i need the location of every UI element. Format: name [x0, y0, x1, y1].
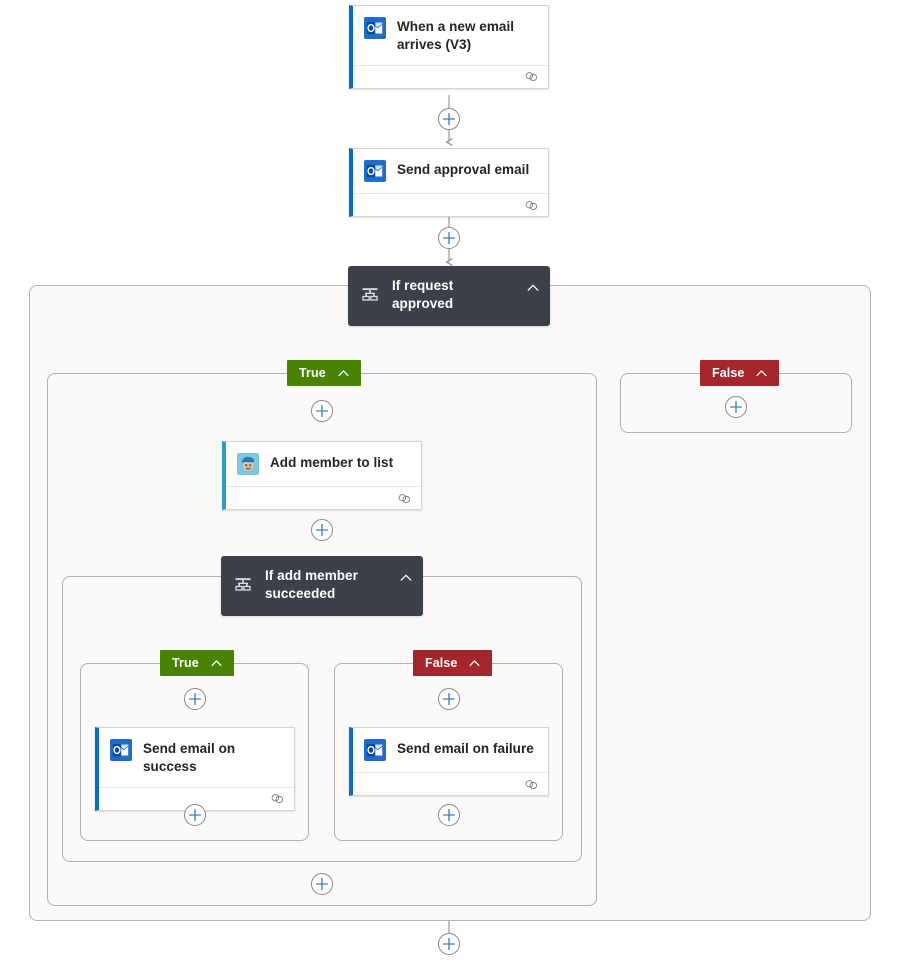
chevron-up-icon[interactable]: [337, 367, 350, 380]
branch-label: False: [712, 366, 745, 380]
add-step-button-after-trigger[interactable]: [438, 108, 460, 130]
action-card-when-a-new-email-arrives[interactable]: When a new email arrives (V3): [349, 5, 549, 89]
plus-icon: [443, 809, 455, 821]
card-footer: [99, 786, 294, 810]
action-card-send-email-on-failure[interactable]: Send email on failure: [349, 727, 549, 796]
chain-icon[interactable]: [397, 493, 412, 504]
add-step-button-before-add-member[interactable]: [311, 400, 333, 422]
plus-icon: [730, 401, 742, 413]
card-title: Send email on success: [143, 741, 236, 774]
chevron-up-icon[interactable]: [468, 657, 481, 670]
plus-icon: [443, 113, 455, 125]
branch-label: False: [425, 656, 458, 670]
outlook-icon: [364, 160, 386, 182]
outlook-icon: [364, 17, 386, 39]
chevron-up-icon[interactable]: [526, 281, 540, 295]
card-header: Send email on success: [99, 728, 294, 787]
card-footer: [353, 772, 548, 795]
add-step-button-after-add-member[interactable]: [311, 519, 333, 541]
condition-node-if-request-approved[interactable]: If request approved: [348, 266, 550, 326]
branch-badge-false-outer[interactable]: False: [700, 360, 780, 386]
branch-label: True: [172, 656, 199, 670]
add-step-button-after-send-approval[interactable]: [438, 227, 460, 249]
plus-icon: [189, 693, 201, 705]
plus-icon: [443, 693, 455, 705]
mailchimp-icon: [237, 453, 259, 475]
card-header: Add member to list: [226, 442, 421, 486]
card-title: Add member to list: [270, 455, 394, 470]
plus-icon: [316, 878, 328, 890]
card-title: Send email on failure: [397, 741, 534, 756]
chain-icon[interactable]: [524, 200, 539, 211]
condition-icon: [362, 288, 378, 301]
add-step-button-before-send-failure[interactable]: [438, 688, 460, 710]
plus-icon: [443, 232, 455, 244]
chain-icon[interactable]: [524, 71, 539, 82]
card-title: Send approval email: [397, 162, 530, 177]
chain-icon[interactable]: [270, 793, 285, 804]
plus-icon: [316, 405, 328, 417]
condition-title: If add member succeeded: [265, 568, 358, 602]
add-step-button-false-branch[interactable]: [725, 396, 747, 418]
branch-badge-true-inner[interactable]: True: [160, 650, 234, 676]
condition-node-if-add-member-succeeded[interactable]: If add member succeeded: [221, 556, 423, 616]
condition-icon: [235, 578, 251, 591]
card-footer: [353, 193, 548, 216]
card-title: When a new email arrives (V3): [397, 19, 515, 52]
action-card-send-email-on-success[interactable]: Send email on success: [95, 727, 295, 811]
chevron-up-icon[interactable]: [755, 367, 768, 380]
chevron-up-icon[interactable]: [399, 571, 413, 585]
add-step-button-after-send-success[interactable]: [184, 804, 206, 826]
add-step-button-after-outer-condition[interactable]: [438, 933, 460, 955]
add-step-button-after-inner-condition[interactable]: [311, 873, 333, 895]
chevron-up-icon[interactable]: [210, 657, 223, 670]
action-card-send-approval-email[interactable]: Send approval email: [349, 148, 549, 217]
plus-icon: [189, 809, 201, 821]
branch-label: True: [299, 366, 326, 380]
branch-badge-false-inner[interactable]: False: [413, 650, 493, 676]
card-header: Send email on failure: [353, 728, 548, 772]
card-footer: [353, 64, 548, 88]
branch-badge-true-outer[interactable]: True: [287, 360, 361, 386]
plus-icon: [443, 938, 455, 950]
card-header: When a new email arrives (V3): [353, 6, 548, 65]
outlook-icon: [364, 739, 386, 761]
card-header: Send approval email: [353, 149, 548, 193]
add-step-button-before-send-success[interactable]: [184, 688, 206, 710]
plus-icon: [316, 524, 328, 536]
chain-icon[interactable]: [524, 779, 539, 790]
add-step-button-after-send-failure[interactable]: [438, 804, 460, 826]
card-footer: [226, 486, 421, 509]
outlook-icon: [110, 739, 132, 761]
action-card-add-member-to-list[interactable]: Add member to list: [222, 441, 422, 510]
condition-title: If request approved: [392, 278, 454, 312]
